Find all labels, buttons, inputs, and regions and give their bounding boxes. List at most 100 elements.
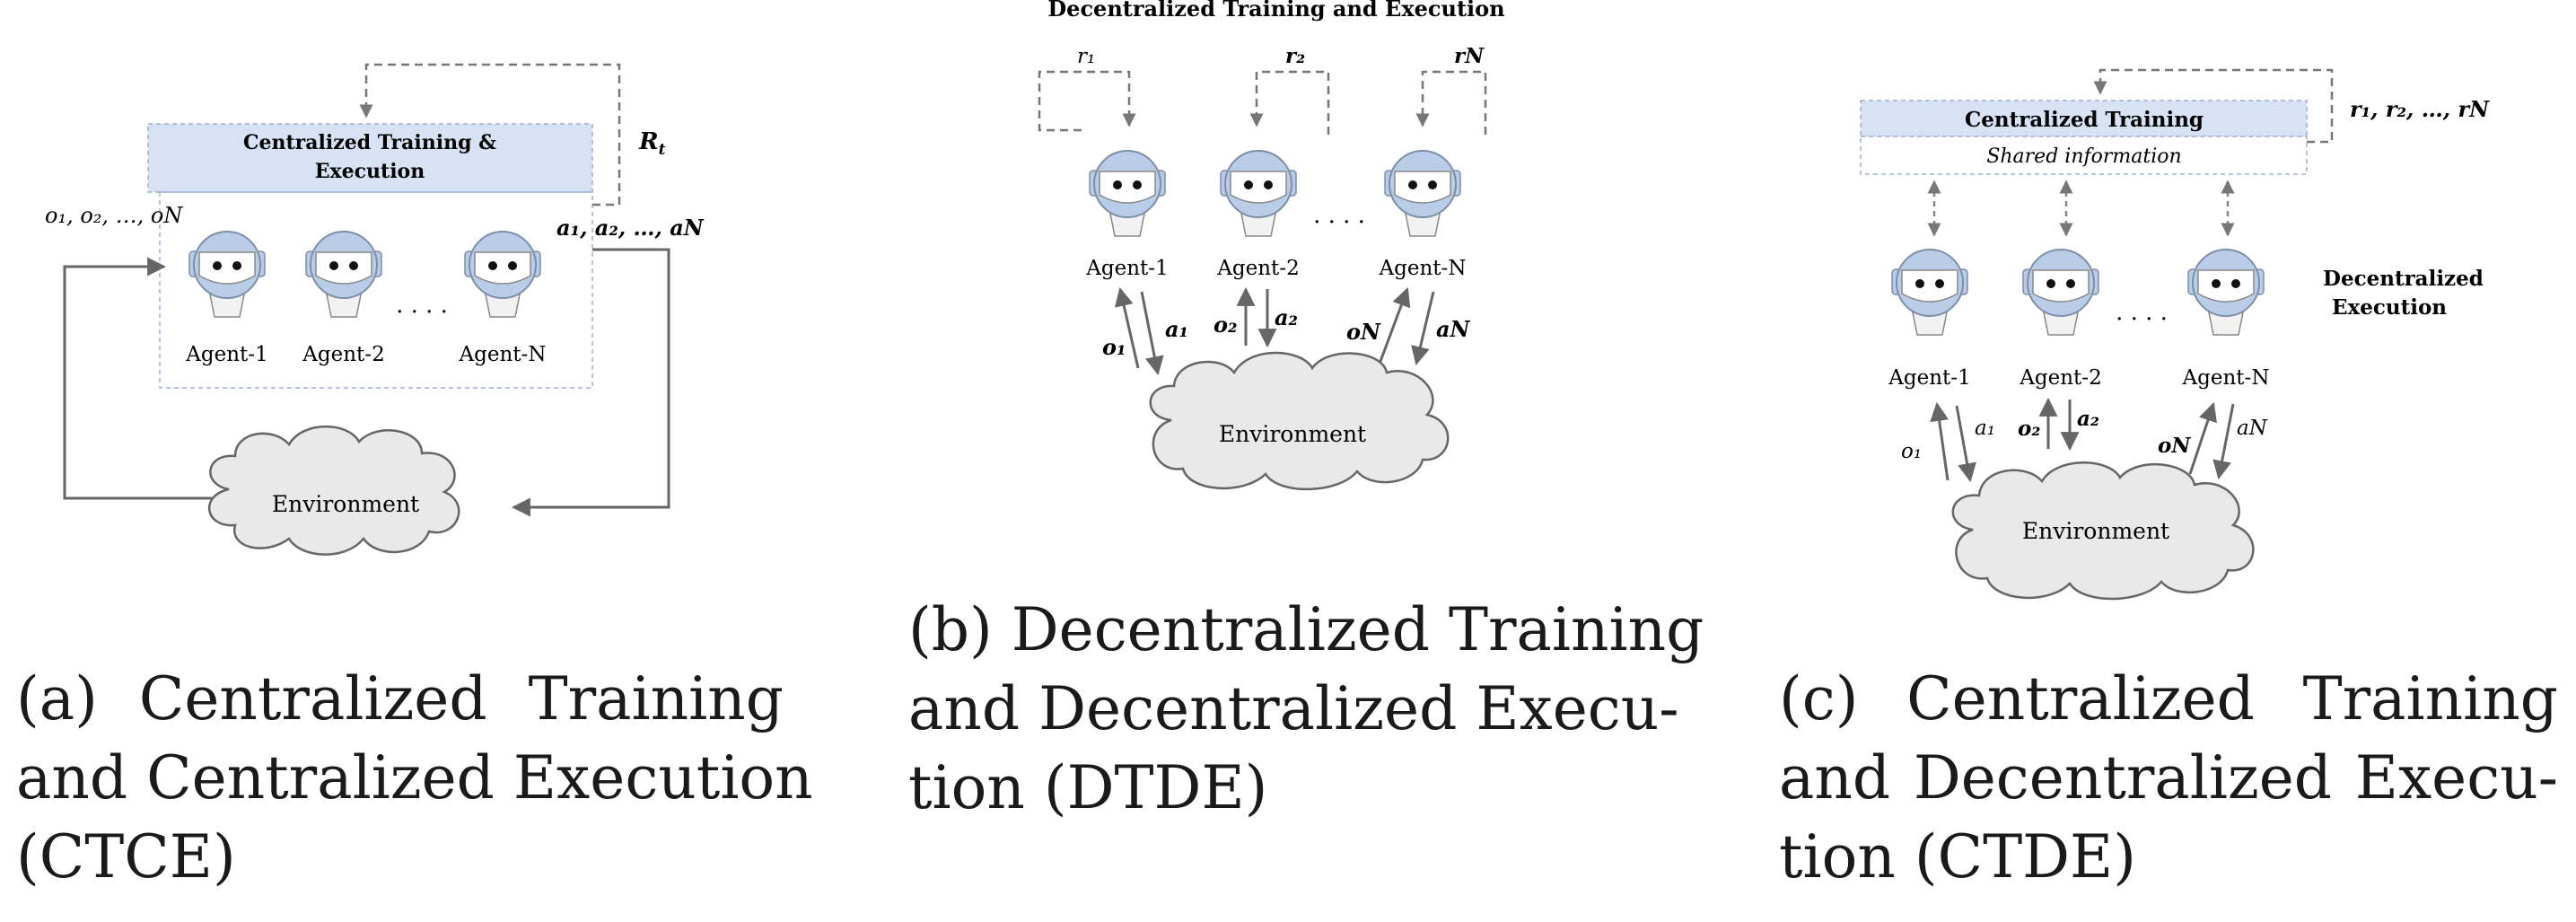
- agent-label: Agent-N: [2182, 366, 2270, 390]
- robot-icon: [2187, 249, 2265, 336]
- caption-word: (b): [908, 595, 993, 664]
- environment-cloud: [207, 425, 460, 556]
- agent-label: Agent-2: [1216, 257, 1299, 280]
- actions-to-environment-arrow: [511, 248, 670, 517]
- action-arrow: [1411, 291, 1435, 366]
- agent-label: Agent-2: [302, 343, 384, 366]
- robot-icon: [188, 231, 266, 318]
- caption-a: (a) Centralized Training and Centralized…: [16, 660, 813, 897]
- centralized-training-execution-box: [147, 123, 593, 193]
- environment-label: Environment: [2022, 518, 2169, 544]
- caption-word: tion: [908, 753, 1025, 822]
- caption-line: (a) Centralized Training: [16, 660, 784, 739]
- caption-word: Decentralized: [1011, 595, 1430, 664]
- reward-label: r₁: [1077, 45, 1095, 68]
- decentralized-execution-line1: Decentralized: [2323, 267, 2484, 291]
- observation-arrow: [1378, 287, 1411, 364]
- robot-icon: [1891, 249, 1968, 336]
- centralized-training-label: Centralized Training: [1965, 108, 2204, 132]
- agents-ellipsis: . . . .: [396, 292, 448, 319]
- robot-icon: [305, 231, 382, 318]
- caption-line: (b) Decentralized Training: [908, 591, 1704, 670]
- caption-line: (CTCE): [16, 818, 784, 897]
- environment-cloud: [1149, 351, 1450, 491]
- decentralized-execution-line2: Execution: [2332, 295, 2447, 320]
- robot-icon: [1384, 150, 1461, 237]
- observation-label: o₂: [2018, 417, 2040, 441]
- caption-word: (CTDE): [1914, 822, 2136, 891]
- caption-word: and: [1779, 743, 1891, 812]
- reward-loop-2: [1249, 70, 1330, 135]
- agents-ellipsis: . . . .: [1313, 202, 1365, 229]
- environment-label: Environment: [272, 491, 419, 517]
- panel-c-ctde: Centralized Training Shared information …: [1860, 68, 2490, 601]
- caption-word: Execu-: [2354, 743, 2559, 812]
- reward-feedback-arrow: [359, 63, 621, 206]
- caption-line: (c) Centralized Training: [1779, 660, 2558, 739]
- robot-icon: [1089, 150, 1166, 237]
- observation-label: oN: [1346, 319, 1381, 345]
- reward-loop-n: [1415, 70, 1487, 135]
- caption-c: (c) Centralized Training and Decentraliz…: [1779, 660, 2558, 897]
- observations-label: o₁, o₂, …, oN: [45, 203, 183, 228]
- observation-arrow: [1114, 286, 1140, 369]
- caption-word: Training: [528, 664, 784, 733]
- caption-word: Execu-: [1476, 674, 1679, 743]
- caption-word: Decentralized: [1038, 674, 1458, 743]
- agents-ellipsis: . . . .: [2116, 299, 2168, 326]
- panel-a-ctce: Centralized Training & Execution Rt . . …: [45, 63, 705, 556]
- caption-line: and Centralized Execution: [16, 739, 813, 818]
- caption-word: (a): [16, 664, 98, 733]
- caption-word: Execution: [513, 743, 813, 812]
- caption-word: Training: [1448, 595, 1704, 664]
- box-title-line2: Execution: [315, 160, 425, 183]
- observation-label: o₁: [1102, 334, 1126, 360]
- environment-cloud: [1951, 461, 2255, 601]
- caption-line: and Decentralized Execu-: [908, 670, 1679, 749]
- caption-word: and: [16, 743, 128, 812]
- action-label: a₁: [1975, 417, 1995, 440]
- reward-feedback-arrow: [2093, 68, 2334, 144]
- action-label: aN: [2237, 417, 2268, 440]
- robot-icon: [1220, 150, 1297, 237]
- action-label: aN: [1436, 316, 1471, 342]
- panel-b-dtde: Decentralized Training and Execution r₁ …: [1038, 0, 1505, 491]
- shared-information-label: Shared information: [1986, 145, 2181, 168]
- caption-word: (CTCE): [16, 822, 236, 891]
- caption-line: tion (DTDE): [908, 749, 1673, 828]
- robot-icon: [464, 231, 541, 318]
- agent-label: Agent-N: [459, 343, 547, 366]
- action-arrow: [1140, 291, 1164, 376]
- action-label: a₂: [1275, 304, 1298, 330]
- shared-information-box: [1860, 136, 2308, 175]
- caption-word: (DTDE): [1043, 753, 1268, 822]
- observation-label: o₂: [1214, 312, 1238, 338]
- caption-line: and Decentralized Execu-: [1779, 739, 2558, 818]
- observation-label: oN: [2158, 434, 2191, 458]
- caption-word: tion: [1779, 822, 1896, 891]
- robot-icon: [2022, 249, 2099, 336]
- reward-label: rN: [1454, 44, 1485, 68]
- agents-group-box: [159, 191, 593, 389]
- reward-label: Rt: [638, 128, 666, 159]
- action-label: a₁: [1165, 316, 1188, 342]
- agent-label: Agent-N: [1379, 257, 1467, 280]
- agent-label: Agent-2: [2019, 366, 2101, 390]
- observation-label: o₁: [1901, 440, 1922, 463]
- action-arrow: [2212, 403, 2235, 480]
- caption-word: Centralized: [146, 743, 495, 812]
- reward-label: r₂: [1285, 44, 1305, 68]
- observation-arrow: [1930, 401, 1950, 481]
- caption-word: (c): [1779, 664, 1859, 733]
- caption-word: Training: [2302, 664, 2559, 733]
- environment-label: Environment: [1219, 421, 1366, 447]
- reward-loop-1: [1038, 70, 1136, 132]
- observation-arrow: [2188, 402, 2217, 475]
- caption-word: Centralized: [138, 664, 487, 733]
- caption-word: Centralized: [1906, 664, 2255, 733]
- action-arrow: [1955, 405, 1976, 483]
- caption-b: (b) Decentralized Training and Decentral…: [908, 591, 1704, 828]
- caption-line: tion (CTDE): [1779, 818, 2558, 897]
- agent-label: Agent-1: [185, 343, 267, 366]
